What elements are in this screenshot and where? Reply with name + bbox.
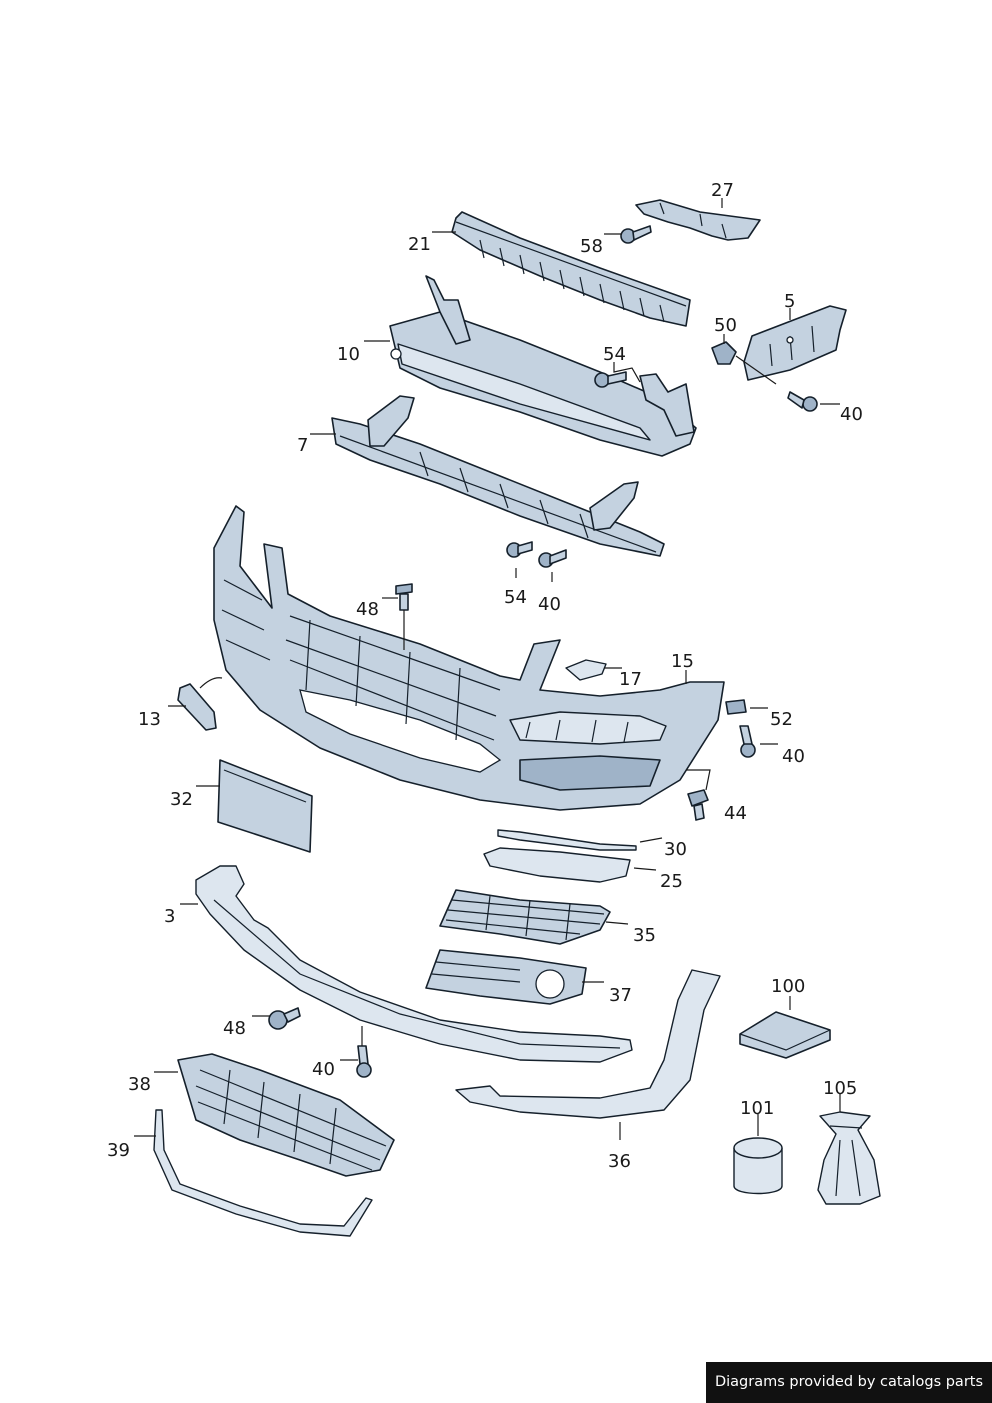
part-40-screw-upper [787, 391, 818, 412]
callout-36: 36 [608, 1151, 631, 1172]
part-3-spoiler [195, 865, 633, 1063]
callout-30: 30 [664, 839, 687, 860]
part-13-cover [177, 677, 223, 731]
callout-15: 15 [671, 651, 694, 672]
part-100-pad [739, 1011, 831, 1059]
callout-105: 105 [823, 1078, 857, 1099]
part-27-bracket [635, 199, 761, 241]
callout-3: 3 [164, 906, 175, 927]
part-101-container [733, 1137, 783, 1195]
part-25-trim [483, 847, 631, 883]
callout-44: 44 [724, 803, 747, 824]
part-38-lower-grille [177, 1053, 395, 1177]
callout-48-lower: 48 [223, 1018, 246, 1039]
callout-7: 7 [297, 435, 308, 456]
part-5-plate [743, 305, 847, 381]
part-52-clip [725, 699, 747, 715]
callout-54-middle: 54 [504, 587, 527, 608]
callout-40-right: 40 [782, 746, 805, 767]
callout-27: 27 [711, 180, 734, 201]
callout-35: 35 [633, 925, 656, 946]
callout-50: 50 [714, 315, 737, 336]
part-37-fog-grille [425, 949, 587, 1005]
callout-40-upper: 40 [840, 404, 863, 425]
part-54-screw-middle [506, 541, 533, 558]
part-40-screw-middle [538, 549, 567, 568]
callout-37: 37 [609, 985, 632, 1006]
callout-48-upper: 48 [356, 599, 379, 620]
callout-52: 52 [770, 709, 793, 730]
callout-40-lower: 40 [312, 1059, 335, 1080]
part-40-screw-lower [356, 1045, 372, 1078]
callout-39: 39 [107, 1140, 130, 1161]
callout-labels: 27 21 58 5 50 10 54 40 7 54 40 48 15 17 … [107, 180, 863, 1172]
part-39-strip [153, 1109, 373, 1237]
part-7-beam [331, 395, 665, 557]
part-10-carrier [389, 275, 697, 457]
part-48-bolt-upper [395, 583, 413, 611]
footer-credit: Diagrams provided by catalogs parts [706, 1362, 992, 1403]
callout-10: 10 [337, 344, 360, 365]
part-36-trim-arc [455, 969, 721, 1119]
callout-100: 100 [771, 976, 805, 997]
callout-17: 17 [619, 669, 642, 690]
part-105-pouch [817, 1111, 881, 1205]
part-17-cap [565, 659, 607, 681]
part-30-trim [497, 829, 637, 851]
callout-5: 5 [784, 291, 795, 312]
callout-13: 13 [138, 709, 161, 730]
part-15-bumper-cover [213, 505, 725, 811]
callout-101: 101 [740, 1098, 774, 1119]
leader-lines [134, 198, 841, 1140]
part-40-screw-right [739, 725, 756, 758]
callout-54-upper: 54 [603, 344, 626, 365]
callout-25: 25 [660, 871, 683, 892]
callout-40-middle: 40 [538, 594, 561, 615]
callout-38: 38 [128, 1074, 151, 1095]
part-54-screw-upper [594, 371, 627, 388]
part-58-screw [620, 225, 652, 244]
part-48-bolt-lower [268, 1007, 301, 1030]
part-21-absorber [451, 211, 691, 327]
part-35-grille [439, 889, 611, 945]
callout-58: 58 [580, 236, 603, 257]
part-44-rivet [687, 789, 709, 821]
callout-21: 21 [408, 234, 431, 255]
callout-32: 32 [170, 789, 193, 810]
part-50-clip [711, 341, 737, 365]
part-32-plate-bracket [217, 759, 313, 853]
